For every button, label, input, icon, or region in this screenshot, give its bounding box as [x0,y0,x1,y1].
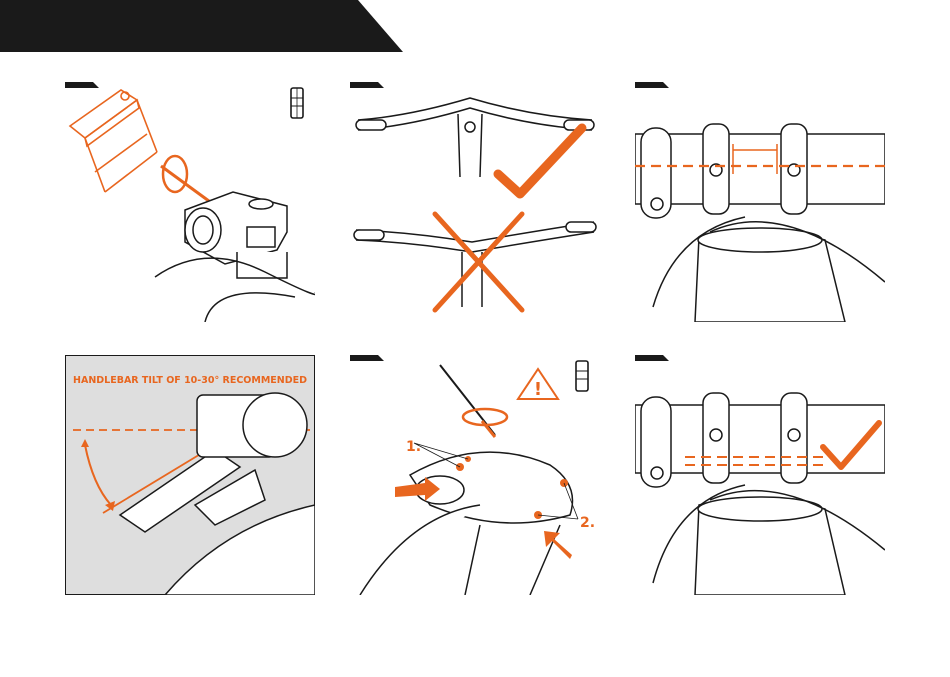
rotation-arrow [163,156,187,192]
step-4-panel: HANDLEBAR TILT OF 10-30° RECOMMENDED [65,355,315,595]
step-tab [65,82,99,88]
step-3-panel [635,82,885,322]
header-bar [0,0,403,52]
callout-1: 1. [406,439,421,455]
step-tab [635,82,669,88]
checkmark-icon [823,423,879,467]
handlebar-clamp [635,393,885,595]
tilt-label: HANDLEBAR TILT OF 10-30° RECOMMENDED [73,375,307,386]
step-2-panel [350,82,600,322]
handlebar-correct [356,98,594,177]
step-1-panel [65,82,315,322]
warning-triangle-icon: ! [518,369,558,400]
step-5-panel: ! 1. 2. [350,355,600,595]
callout-2: 2. [580,515,595,531]
arrow-right [544,531,572,559]
cables [155,258,315,294]
step-tab [635,355,669,361]
handlebar-clamp [635,124,885,322]
stem [185,192,287,278]
lamp-mount [70,90,157,192]
svg-text:!: ! [534,379,542,400]
step-tab [350,82,384,88]
torx-bit-icon [291,88,303,118]
step-tab [350,355,384,361]
step-6-panel [635,355,885,595]
stem-clamp [360,452,573,595]
cross-icon [435,214,522,310]
torx-bit-icon [576,361,588,391]
checkmark-icon [498,128,582,194]
measure-arrow [733,144,777,174]
